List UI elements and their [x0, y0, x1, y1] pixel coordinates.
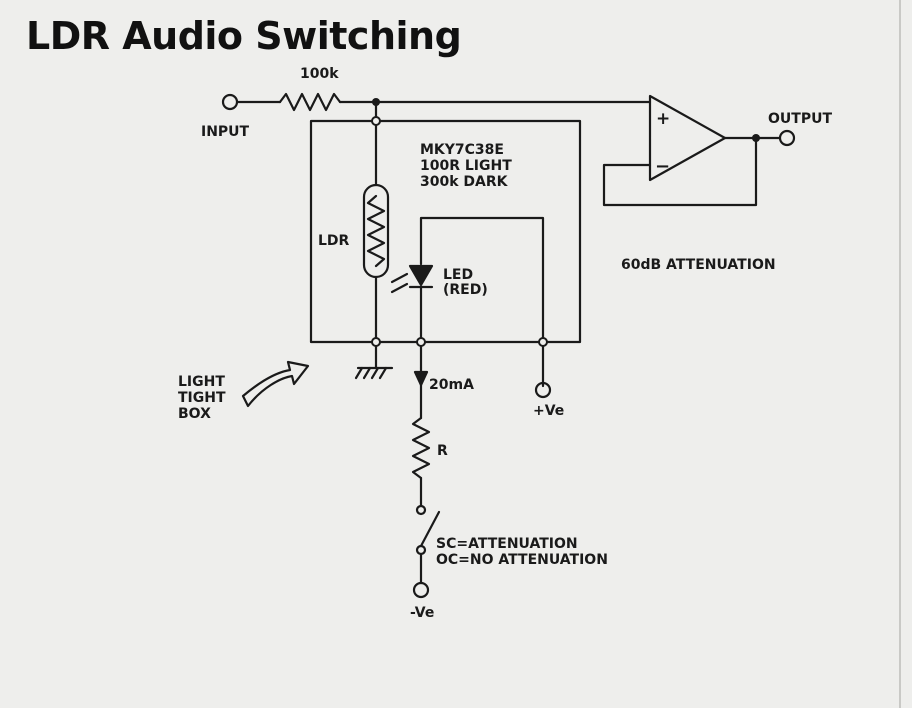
box-node-supply — [538, 337, 548, 347]
led-light-arrow-1 — [390, 272, 409, 284]
switch-oc-label: OC=NO ATTENUATION — [436, 552, 608, 568]
switch-blade — [419, 510, 441, 548]
output-terminal — [778, 129, 796, 147]
op-amp — [648, 94, 727, 182]
ldr-light-resistance: 100R LIGHT — [420, 158, 512, 174]
neg-supply-label: -Ve — [410, 605, 435, 621]
switch-contact-top — [415, 504, 427, 516]
junction-top — [372, 98, 380, 106]
led-label: LED — [443, 267, 474, 283]
current-label: 20mA — [429, 377, 474, 393]
page-title: LDR Audio Switching — [26, 14, 462, 58]
neg-supply-terminal — [412, 581, 430, 599]
output-label: OUTPUT — [768, 111, 832, 127]
led-wire-loop — [419, 216, 545, 388]
current-arrow — [413, 370, 429, 387]
input-terminal — [221, 93, 239, 111]
switch-contact-bottom — [415, 544, 427, 556]
box-node-ldr-bottom — [371, 337, 381, 347]
page-edge — [899, 0, 901, 708]
ldr-part-number: MKY7C38E — [420, 142, 504, 158]
junction-output — [752, 134, 760, 142]
light-tight-box — [309, 119, 582, 344]
switch-sc-label: SC=ATTENUATION — [436, 536, 578, 552]
led-light-arrow-2 — [390, 282, 409, 294]
pos-supply-terminal — [534, 381, 552, 399]
input-label: INPUT — [201, 124, 250, 140]
box-label-line3: BOX — [178, 406, 211, 422]
attenuation-label: 60dB ATTENUATION — [621, 257, 776, 273]
opamp-plus-sign: + — [656, 109, 670, 129]
box-node-led — [416, 337, 426, 347]
resistor-r-label: R — [437, 443, 448, 459]
resistor-100k — [278, 92, 342, 112]
opamp-minus-sign: − — [655, 156, 670, 177]
box-node-ldr-top — [371, 116, 381, 126]
ldr-body — [362, 183, 390, 279]
ldr-label: LDR — [318, 233, 350, 249]
resistor-100k-label: 100k — [300, 66, 339, 82]
led-color-label: (RED) — [443, 282, 488, 298]
ldr-dark-resistance: 300k DARK — [420, 174, 508, 190]
box-pointer-arrow — [241, 360, 310, 408]
led-triangle — [408, 264, 434, 287]
ldr-zigzag — [366, 194, 386, 268]
box-label-line1: LIGHT — [178, 374, 225, 390]
box-label-line2: TIGHT — [178, 390, 226, 406]
pos-supply-label: +Ve — [533, 403, 565, 419]
feedback-loop — [602, 136, 758, 207]
resistor-r — [411, 416, 431, 480]
